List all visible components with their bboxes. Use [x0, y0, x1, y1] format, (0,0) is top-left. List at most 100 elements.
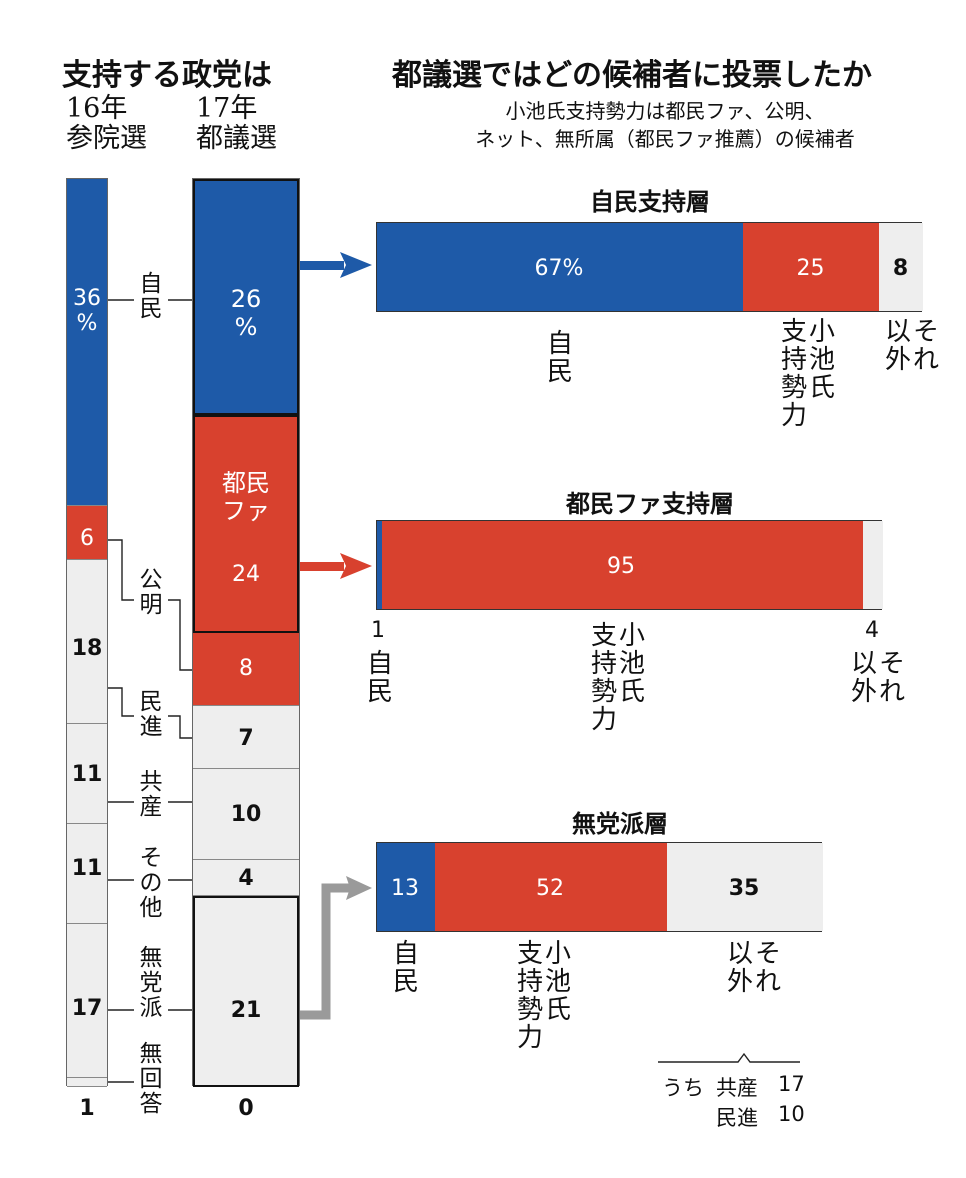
right-title: 都議選ではどの候補者に投票したか [392, 58, 872, 93]
segment-民進 [67, 560, 107, 724]
arrow-tominfa [300, 553, 372, 579]
g0-cat-jimin: 自民 [546, 329, 573, 388]
g0-jimin-value: 67% [534, 256, 584, 281]
v16-jimin: 36 % [73, 286, 101, 337]
breakdown-prefix: うち [662, 1076, 704, 1100]
hbar-mutoha [376, 842, 823, 932]
g0-cat-koike-col2: 支持勢力 [780, 317, 807, 432]
v17-other: 4 [238, 866, 254, 891]
group-title-mutoha: 無党派層 [572, 810, 668, 838]
party-komei: 公明 [139, 567, 163, 618]
segment-その他 [193, 860, 299, 897]
g1-cat-other-col2: 以外 [850, 649, 877, 708]
v16-minshin: 18 [71, 636, 103, 661]
g1-cat-koike-col1: 小池氏 [618, 621, 645, 708]
group-title-jimin: 自民支持層 [590, 188, 710, 216]
g1-jimin-value: 1 [371, 618, 385, 643]
g2-cat-jimin: 自民 [392, 939, 419, 998]
left-title: 支持する政党は [62, 58, 272, 93]
v16-mukaito: 1 [79, 1096, 95, 1121]
g0-other-value: 8 [892, 256, 909, 281]
note-line-2: ネット、無所属（都民ファ推薦）の候補者 [475, 127, 855, 151]
v16-other: 11 [71, 856, 103, 881]
g2-cat-other: それ 以外 [726, 940, 782, 996]
segment-共産 [193, 769, 299, 860]
v17-mutoha: 21 [230, 998, 262, 1023]
segment-公明 [67, 505, 107, 561]
v17-komei: 8 [239, 656, 253, 681]
bar-16-sangiin [66, 178, 108, 1087]
g1-cat-koike: 小池氏 支持勢力 [590, 622, 646, 734]
segment-小池氏支持勢力 [434, 843, 667, 931]
g2-jimin-value: 13 [391, 876, 419, 901]
segment-無党派 [193, 896, 299, 1087]
segment-自民 [67, 179, 107, 506]
v16-komei: 6 [80, 526, 94, 551]
party-jimin: 自民 [139, 271, 163, 322]
g0-cat-other-col1: それ [912, 317, 939, 376]
g1-cat-koike-col2: 支持勢力 [590, 621, 617, 736]
segment-小池氏支持勢力 [382, 521, 863, 609]
breakdown-name-0: 共産 [716, 1076, 758, 1100]
g0-cat-koike: 小池氏 支持勢力 [780, 318, 836, 430]
group-title-tominfa: 都民ファ支持層 [566, 490, 734, 518]
segment-自民 [377, 521, 383, 609]
segment-無回答 [67, 1077, 107, 1087]
g2-other-value: 35 [728, 876, 760, 901]
breakdown-name-1: 民進 [716, 1106, 758, 1130]
v17-tominfa-label: 都民 ファ [222, 469, 270, 525]
party-minshin: 民進 [139, 689, 163, 740]
breakdown-value-0: 17 [778, 1072, 805, 1096]
note-line-1: 小池氏支持勢力は都民ファ、公明、 [505, 99, 825, 123]
g0-cat-other: それ 以外 [884, 318, 940, 374]
g1-cat-jimin: 自民 [366, 649, 393, 708]
g2-cat-other-col2: 以外 [726, 939, 753, 998]
g2-cat-koike: 小池氏 支持勢力 [516, 940, 572, 1052]
segment-自民 [377, 223, 743, 311]
segment-共産 [67, 723, 107, 824]
hbar-tominfa-support [376, 520, 883, 610]
segment-それ以外 [666, 843, 823, 931]
segment-その他 [67, 823, 107, 924]
hbar-jimin-support [376, 222, 923, 312]
party-other: その他 [139, 845, 163, 921]
v16-mutoha: 17 [71, 996, 103, 1021]
g0-koike-value: 25 [796, 256, 825, 281]
g2-cat-koike-col2: 支持勢力 [516, 939, 543, 1054]
g2-cat-koike-col1: 小池氏 [544, 939, 571, 1026]
v16-kyosan: 11 [71, 762, 103, 787]
segment-民進 [193, 705, 299, 770]
segment-自民 [193, 179, 299, 416]
party-kyosan: 共産 [139, 769, 163, 820]
arrow-jimin [300, 252, 372, 278]
g0-cat-other-col2: 以外 [884, 317, 911, 376]
arrow-mutoha [300, 876, 372, 1020]
segment-それ以外 [862, 521, 883, 609]
g1-koike-value: 95 [607, 554, 635, 579]
segment-都民ファ [193, 415, 299, 633]
v17-tominfa: 24 [232, 562, 260, 587]
g2-koike-value: 52 [536, 876, 564, 901]
v17-mukaito: 0 [238, 1096, 254, 1121]
col-17-label: 17年 都議選 [196, 93, 277, 155]
g2-cat-other-col1: それ [754, 939, 781, 998]
segment-公明 [193, 633, 299, 706]
segment-無党派 [67, 923, 107, 1078]
g1-cat-other: それ 以外 [850, 650, 906, 706]
breakdown-value-1: 10 [778, 1102, 805, 1126]
v17-kyosan: 10 [230, 802, 262, 827]
v17-minshin: 7 [238, 726, 254, 751]
segment-それ以外 [879, 223, 923, 311]
v17-jimin: 26 % [230, 285, 262, 341]
g1-other-value: 4 [865, 618, 879, 643]
g0-cat-koike-col1: 小池氏 [808, 317, 835, 404]
col-16-label: 16年 参院選 [66, 93, 147, 155]
segment-小池氏支持勢力 [742, 223, 880, 311]
party-mutoha: 無党派 [139, 945, 163, 1021]
segment-自民 [377, 843, 435, 931]
g1-cat-other-col1: それ [878, 649, 905, 708]
party-mukaito: 無回答 [139, 1041, 163, 1117]
breakdown-bracket [658, 1052, 800, 1063]
bar-17-togisen [192, 178, 300, 1087]
